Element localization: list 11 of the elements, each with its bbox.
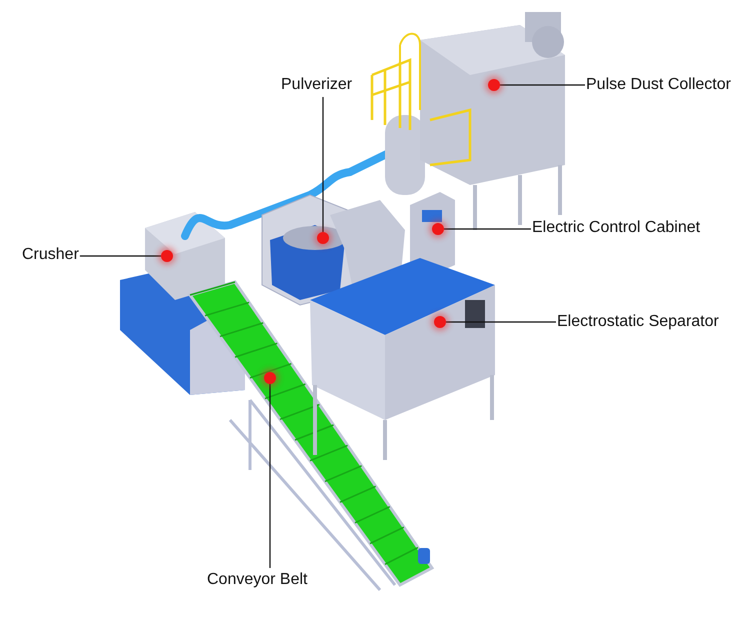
leader-line xyxy=(269,384,271,568)
part-label: Electric Control Cabinet xyxy=(532,218,700,238)
leader-line xyxy=(80,255,161,257)
leader-line xyxy=(444,228,531,230)
part-label: Pulverizer xyxy=(281,75,352,95)
part-label: Electrostatic Separator xyxy=(557,312,719,332)
part-label: Pulse Dust Collector xyxy=(586,75,731,95)
part-label: Conveyor Belt xyxy=(207,570,308,590)
leader-line xyxy=(446,321,556,323)
part-label: Crusher xyxy=(22,245,79,265)
leader-line xyxy=(500,84,585,86)
